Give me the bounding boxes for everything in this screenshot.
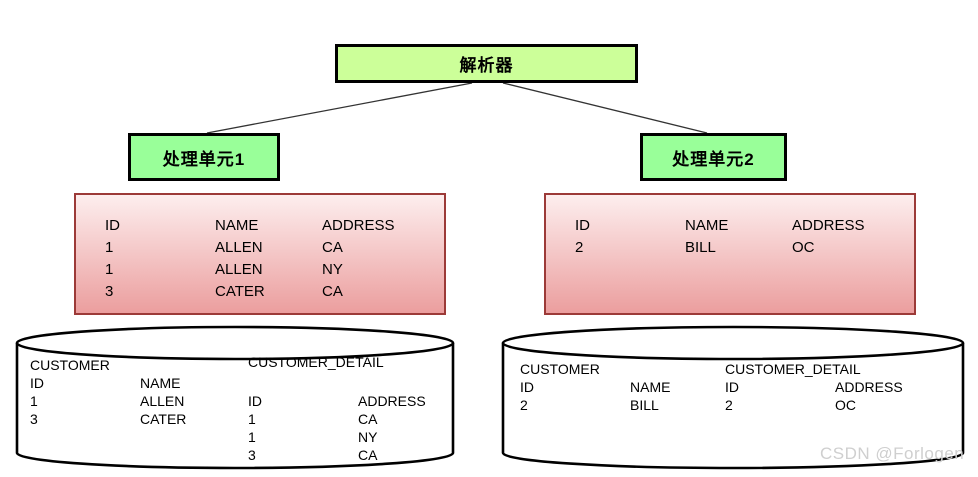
column-header: NAME xyxy=(215,217,259,234)
parser-label: 解析器 xyxy=(459,56,514,75)
processing-unit-2-node: 处理单元2 xyxy=(640,133,787,181)
table-cell: 1 xyxy=(248,411,256,427)
table-cell: 1 xyxy=(248,429,256,445)
column-header: NAME xyxy=(140,375,181,391)
table-cell: BILL xyxy=(630,397,659,413)
db1-customer-table: CUSTOMER ID NAME 1 ALLEN 3 CATER xyxy=(30,356,186,428)
watermark: CSDN @Forlogen xyxy=(820,444,965,463)
table-cell: CATER xyxy=(215,283,265,300)
database-cylinder-1 xyxy=(15,325,455,470)
table-cell: 3 xyxy=(30,411,38,427)
column-header: ADDRESS xyxy=(835,379,903,395)
connector-parser-to-unit2 xyxy=(502,82,708,134)
column-header: ID xyxy=(520,379,534,395)
column-header: NAME xyxy=(630,379,671,395)
connector-parser-to-unit1 xyxy=(206,82,473,134)
column-header: ADDRESS xyxy=(792,217,865,234)
table-cell: 2 xyxy=(725,397,733,413)
column-header: ADDRESS xyxy=(358,393,426,409)
processing-unit-2-label: 处理单元2 xyxy=(672,149,755,169)
db2-customer-detail-table: CUSTOMER_DETAIL ID ADDRESS 2 OC xyxy=(725,360,903,414)
table-cell: ALLEN xyxy=(215,239,263,256)
unit1-result-table: ID NAME ADDRESS 1 ALLEN CA 1 ALLEN NY 3 … xyxy=(74,193,446,315)
table-cell: 1 xyxy=(30,393,38,409)
table-cell: CATER xyxy=(140,411,187,427)
table-cell: CA xyxy=(322,283,343,300)
table-cell: OC xyxy=(792,239,815,256)
db1-customer-detail-table: CUSTOMER_DETAIL ID ADDRESS 1 CA 1 NY 3 C… xyxy=(248,353,426,464)
table-cell: OC xyxy=(835,397,856,413)
table-title: CUSTOMER xyxy=(520,361,600,377)
table-cell: 1 xyxy=(105,261,114,278)
column-header: NAME xyxy=(685,217,729,234)
table-cell: ALLEN xyxy=(215,261,263,278)
column-header: ID xyxy=(30,375,44,391)
table-cell: NY xyxy=(322,261,343,278)
unit2-result-table: ID NAME ADDRESS 2 BILL OC xyxy=(544,193,916,315)
table-title: CUSTOMER_DETAIL xyxy=(725,361,861,377)
table-cell: 2 xyxy=(520,397,528,413)
table-cell: CA xyxy=(322,239,343,256)
table-cell: 2 xyxy=(575,239,584,256)
parser-node: 解析器 xyxy=(335,44,638,83)
table-cell: 3 xyxy=(105,283,114,300)
column-header: ADDRESS xyxy=(322,217,395,234)
table-cell: ALLEN xyxy=(140,393,185,409)
table-cell: 1 xyxy=(105,239,114,256)
table-cell: 3 xyxy=(248,447,256,463)
column-header: ID xyxy=(575,217,590,234)
db2-customer-table: CUSTOMER ID NAME 2 BILL xyxy=(520,360,670,414)
table-cell: CA xyxy=(358,447,378,463)
table-title: CUSTOMER xyxy=(30,357,110,373)
spacer xyxy=(248,371,426,392)
column-header: ID xyxy=(725,379,739,395)
table-cell: BILL xyxy=(685,239,716,256)
table-title: CUSTOMER_DETAIL xyxy=(248,354,384,370)
database-cylinder-2 xyxy=(501,325,965,470)
column-header: ID xyxy=(248,393,262,409)
table-cell: CA xyxy=(358,411,378,427)
column-header: ID xyxy=(105,217,120,234)
processing-unit-1-label: 处理单元1 xyxy=(162,149,246,169)
table-cell: NY xyxy=(358,429,378,445)
processing-unit-1-node: 处理单元1 xyxy=(128,133,280,181)
